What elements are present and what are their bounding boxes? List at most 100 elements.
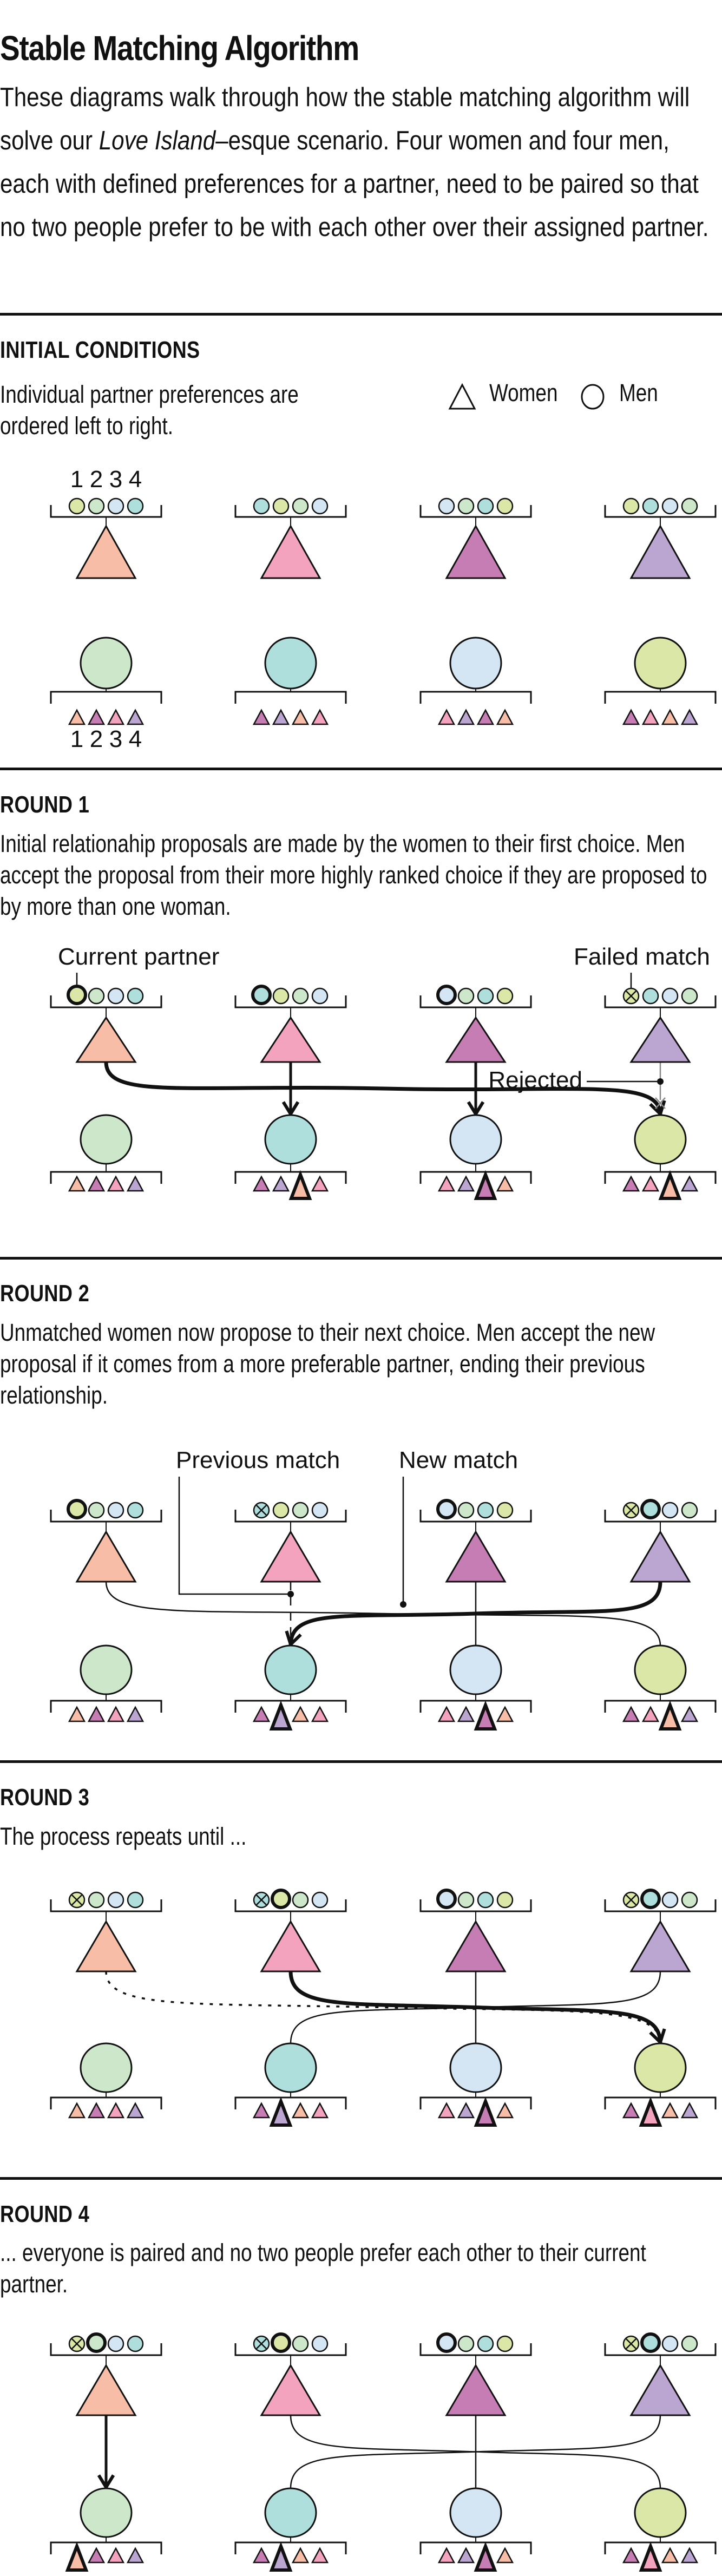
current-partner-circle xyxy=(67,1499,87,1519)
man-figure xyxy=(604,637,717,725)
section-heading-round-4: ROUND 4 xyxy=(0,2201,90,2227)
current-partner-triangle xyxy=(474,1700,497,1731)
preference-circle xyxy=(107,2335,124,2352)
preference-triangle xyxy=(291,2547,310,2564)
divider xyxy=(0,1257,722,1260)
preference-triangle xyxy=(311,1175,329,1192)
preference-triangle xyxy=(496,1706,514,1722)
preference-bracket xyxy=(50,2541,162,2554)
preference-bracket xyxy=(234,1171,347,1184)
preference-bracket xyxy=(50,1899,162,1912)
woman-triangle xyxy=(445,1016,507,1063)
man-figure xyxy=(604,1114,717,1200)
triangle-outline-icon xyxy=(448,383,476,410)
woman-triangle xyxy=(629,1920,691,1972)
match-line xyxy=(290,2415,661,2489)
man-circle xyxy=(449,637,502,690)
preference-circle xyxy=(292,1502,309,1519)
preference-triangle xyxy=(496,2547,514,2564)
preference-triangle xyxy=(641,709,660,725)
current-partner-circle xyxy=(640,1889,661,1909)
links-layer xyxy=(105,1971,666,2046)
current-partner-circle xyxy=(86,2332,107,2353)
preference-circle xyxy=(253,497,270,515)
preference-triangle xyxy=(622,1175,640,1192)
preference-circle xyxy=(457,1502,475,1519)
preference-triangle xyxy=(126,1706,145,1722)
preference-triangle xyxy=(680,2547,699,2564)
preference-bracket xyxy=(234,505,347,518)
preference-triangle xyxy=(87,2102,106,2119)
woman-triangle xyxy=(75,1016,137,1063)
preference-triangle xyxy=(680,1706,699,1722)
preference-circle xyxy=(477,497,494,515)
preference-circle xyxy=(457,2335,475,2352)
preference-circle xyxy=(477,2335,494,2352)
preference-triangle xyxy=(680,709,699,725)
section-paragraph-round-2: Unmatched women now propose to their nex… xyxy=(0,1319,655,1409)
preference-circle xyxy=(496,497,514,515)
man-figure xyxy=(419,1114,532,1200)
preference-circle xyxy=(272,987,290,1005)
preference-triangle xyxy=(311,2102,329,2119)
preference-bracket xyxy=(604,2096,717,2109)
preference-triangle xyxy=(437,2102,456,2119)
woman-figure xyxy=(419,1889,532,1972)
preference-triangle xyxy=(641,1175,660,1192)
current-partner-triangle xyxy=(658,1170,682,1200)
divider xyxy=(0,1760,722,1763)
divider xyxy=(0,313,722,316)
failed-match-x-icon xyxy=(626,2338,636,2349)
failed-match-x-icon xyxy=(626,991,636,1001)
preference-triangle xyxy=(311,1706,329,1722)
preference-bracket xyxy=(50,505,162,518)
woman-figure xyxy=(234,2332,347,2416)
preference-circle xyxy=(642,497,659,515)
intro-text-1: These diagrams walk through how the stab… xyxy=(0,83,690,155)
preference-circle xyxy=(661,2335,679,2352)
preference-triangle xyxy=(107,1706,125,1722)
preference-triangle xyxy=(87,2547,106,2564)
preference-triangle xyxy=(311,2547,329,2564)
preference-triangle xyxy=(68,1706,86,1722)
preference-bracket xyxy=(234,2096,347,2109)
rank-label: 4 xyxy=(129,726,142,752)
man-circle xyxy=(449,2487,502,2538)
preference-triangle xyxy=(252,2547,271,2564)
preference-triangle xyxy=(680,1175,699,1192)
section-heading-round-3: ROUND 3 xyxy=(0,1784,90,1811)
man-circle xyxy=(80,2042,133,2093)
preference-circle xyxy=(681,2335,698,2352)
preference-triangle xyxy=(87,1175,106,1192)
preference-triangle xyxy=(107,1175,125,1192)
preference-triangle xyxy=(68,2102,86,2119)
links-layer xyxy=(97,2415,661,2490)
current-partner-triangle xyxy=(639,2541,662,2572)
man-circle xyxy=(80,2487,133,2538)
preference-bracket xyxy=(604,995,717,1008)
preference-triangle xyxy=(311,709,329,725)
preference-bracket xyxy=(604,505,717,518)
preference-circle xyxy=(642,987,659,1005)
man-figure xyxy=(604,2042,717,2127)
woman-figure xyxy=(234,1889,347,1972)
arrowhead-icon xyxy=(97,2474,115,2490)
preference-triangle xyxy=(457,1175,475,1192)
arrowhead-icon xyxy=(467,1101,485,1117)
woman-figure xyxy=(419,497,532,579)
intro-paragraph: These diagrams walk through how the stab… xyxy=(0,76,717,249)
preference-bracket xyxy=(419,2096,532,2109)
preference-triangle xyxy=(641,1706,660,1722)
diagram-round-3 xyxy=(50,1889,717,2127)
man-circle xyxy=(80,1114,133,1165)
preference-circle xyxy=(272,497,290,515)
woman-triangle xyxy=(629,1016,691,1063)
divider xyxy=(0,768,722,770)
preference-bracket xyxy=(604,1171,717,1184)
match-line xyxy=(290,1971,661,2044)
intro-italic-show-name: Love Island xyxy=(99,126,216,155)
diagram-round-4 xyxy=(50,2332,717,2572)
preference-bracket xyxy=(419,505,532,518)
current-partner-circle xyxy=(640,2332,661,2353)
